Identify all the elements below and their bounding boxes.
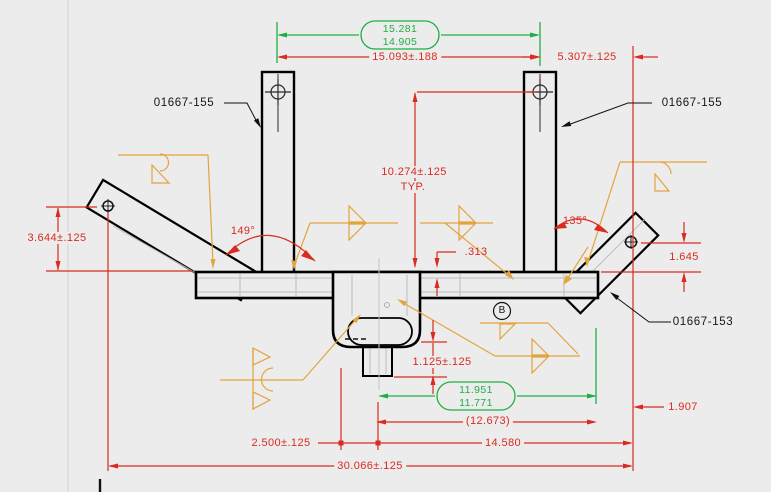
fit-top-lower-value[interactable]: 14.905 — [382, 36, 418, 48]
dim-post-height[interactable] — [412, 91, 537, 268]
post-height-typ[interactable]: TYP. — [397, 181, 429, 193]
fit-bottom-upper-value[interactable]: 11.951 — [459, 384, 493, 396]
wing-height-value[interactable]: 3.644±.125 — [24, 232, 90, 244]
weld-symbol-balloon[interactable] — [480, 322, 579, 355]
dim-left-angle[interactable] — [225, 234, 316, 262]
right-wing-drop-value[interactable]: 1.645 — [666, 251, 702, 263]
overall-top-value[interactable]: 15.093±.188 — [369, 51, 441, 63]
dim-offset-top-right[interactable] — [522, 54, 658, 60]
receiver-tube[interactable] — [331, 258, 422, 390]
offset-top-right-value[interactable]: 5.307±.125 — [557, 51, 617, 63]
fit-top-upper-value[interactable]: 15.281 — [382, 23, 418, 35]
weld-balloon-letter[interactable]: B — [498, 305, 506, 316]
fit-dimension-bottom[interactable] — [378, 328, 597, 411]
weld-balloon-circle[interactable] — [492, 301, 512, 321]
dim-right-wing-drop[interactable] — [601, 222, 701, 292]
weld-symbols — [118, 153, 707, 410]
leaders — [224, 102, 671, 323]
fit-bottom-lower-value[interactable]: 11.771 — [459, 397, 493, 409]
right-post-label[interactable]: 01667-155 — [661, 97, 723, 109]
left-post[interactable] — [260, 70, 296, 275]
reference-dimensions — [276, 20, 597, 411]
right-angle-value[interactable]: 135° — [562, 215, 588, 227]
red-dimensions — [46, 46, 701, 471]
leader-cross-tube-label[interactable] — [610, 292, 671, 323]
left-post-label[interactable]: 01667-155 — [153, 97, 215, 109]
weld-symbol-center-right[interactable] — [420, 204, 514, 280]
leader-right-post-label[interactable] — [561, 102, 652, 127]
right-overhang-value[interactable]: 1.907 — [668, 401, 698, 413]
cross-tube-label[interactable]: 01667-153 — [672, 316, 734, 328]
weld-symbol-lower-right[interactable] — [397, 299, 580, 375]
dim-tab-length[interactable] — [394, 320, 447, 394]
wall-thickness-value[interactable]: .313 — [464, 246, 488, 258]
dim-tab-offset-and-midspan[interactable] — [318, 440, 633, 446]
dim-right-angle[interactable] — [553, 218, 609, 234]
mid-span-value[interactable]: 14.580 — [481, 437, 525, 449]
weld-symbol-upper-left[interactable] — [118, 153, 216, 269]
mounting-tab[interactable] — [362, 344, 393, 377]
left-position-target-icon — [265, 79, 291, 105]
left-angle-value[interactable]: 149° — [230, 225, 256, 237]
sheet-border — [67, 0, 102, 492]
leader-left-post-label[interactable] — [224, 102, 261, 128]
dim-right-overhang[interactable] — [633, 404, 664, 410]
overall-width-value[interactable]: 30.066±.125 — [334, 460, 406, 472]
right-post[interactable] — [522, 70, 558, 275]
post-height-value[interactable]: 10.274±.125 — [378, 166, 450, 178]
weld-symbol-center-left[interactable] — [291, 204, 398, 270]
weld-symbol-upper-right[interactable] — [563, 161, 707, 285]
dim-wall-thickness[interactable] — [434, 251, 457, 296]
tab-length-value[interactable]: 1.125±.125 — [409, 356, 475, 368]
weld-symbol-lower-left[interactable] — [220, 314, 361, 410]
tab-offset-value[interactable]: 2.500±.125 — [251, 437, 311, 449]
fit-dimension-top[interactable] — [276, 20, 541, 66]
reference-width-value[interactable]: (12.673) — [462, 415, 514, 427]
